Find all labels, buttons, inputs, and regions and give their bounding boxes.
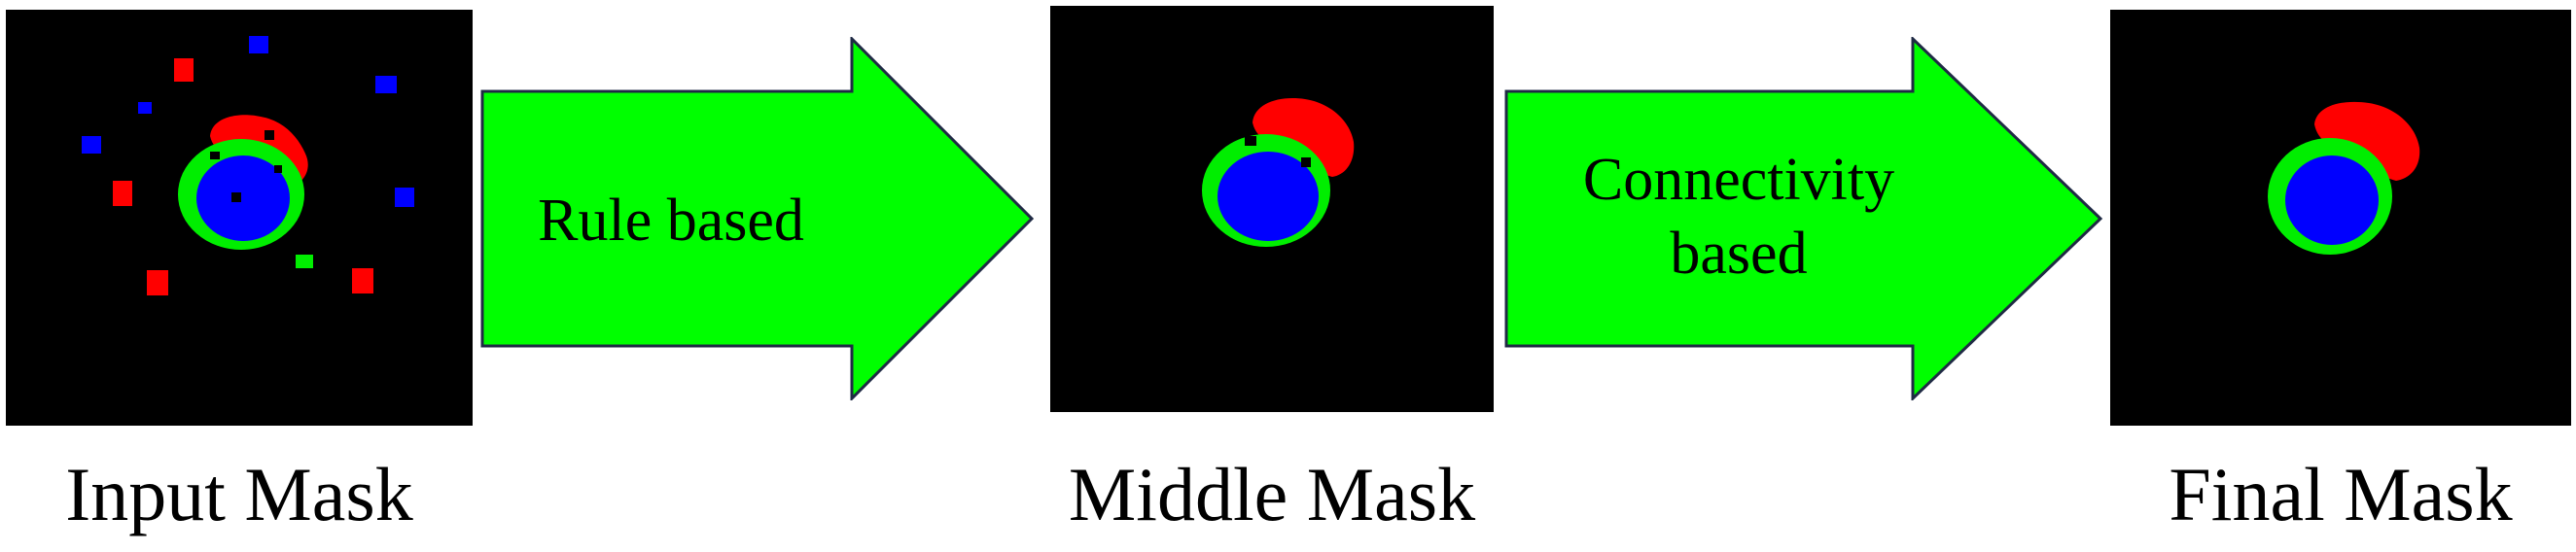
arrow-label-line2: based [1670,221,1808,287]
arrow-label-line1: Rule based [538,188,804,254]
rule-based-arrow [480,37,1035,400]
middle-mask-image [1050,6,1494,412]
rule-based-arrow-label: Rule based [525,187,817,255]
middle-mask-caption: Middle Mask [1068,452,1476,536]
connectivity-based-arrow [1504,37,2103,400]
input-mask-graphic [6,10,473,426]
final-mask-graphic [2110,10,2571,426]
middle-mask-graphic [1050,6,1494,412]
arrow-label-line1: Connectivity [1582,147,1895,213]
arrow-shape-1 [480,37,1035,400]
arrow-shape-2 [1504,37,2103,400]
input-mask-image [6,10,473,426]
input-mask-caption: Input Mask [65,452,413,536]
final-mask-image [2110,10,2571,426]
connectivity-based-arrow-label: Connectivity based [1535,146,1943,288]
final-mask-caption: Final Mask [2169,452,2513,536]
